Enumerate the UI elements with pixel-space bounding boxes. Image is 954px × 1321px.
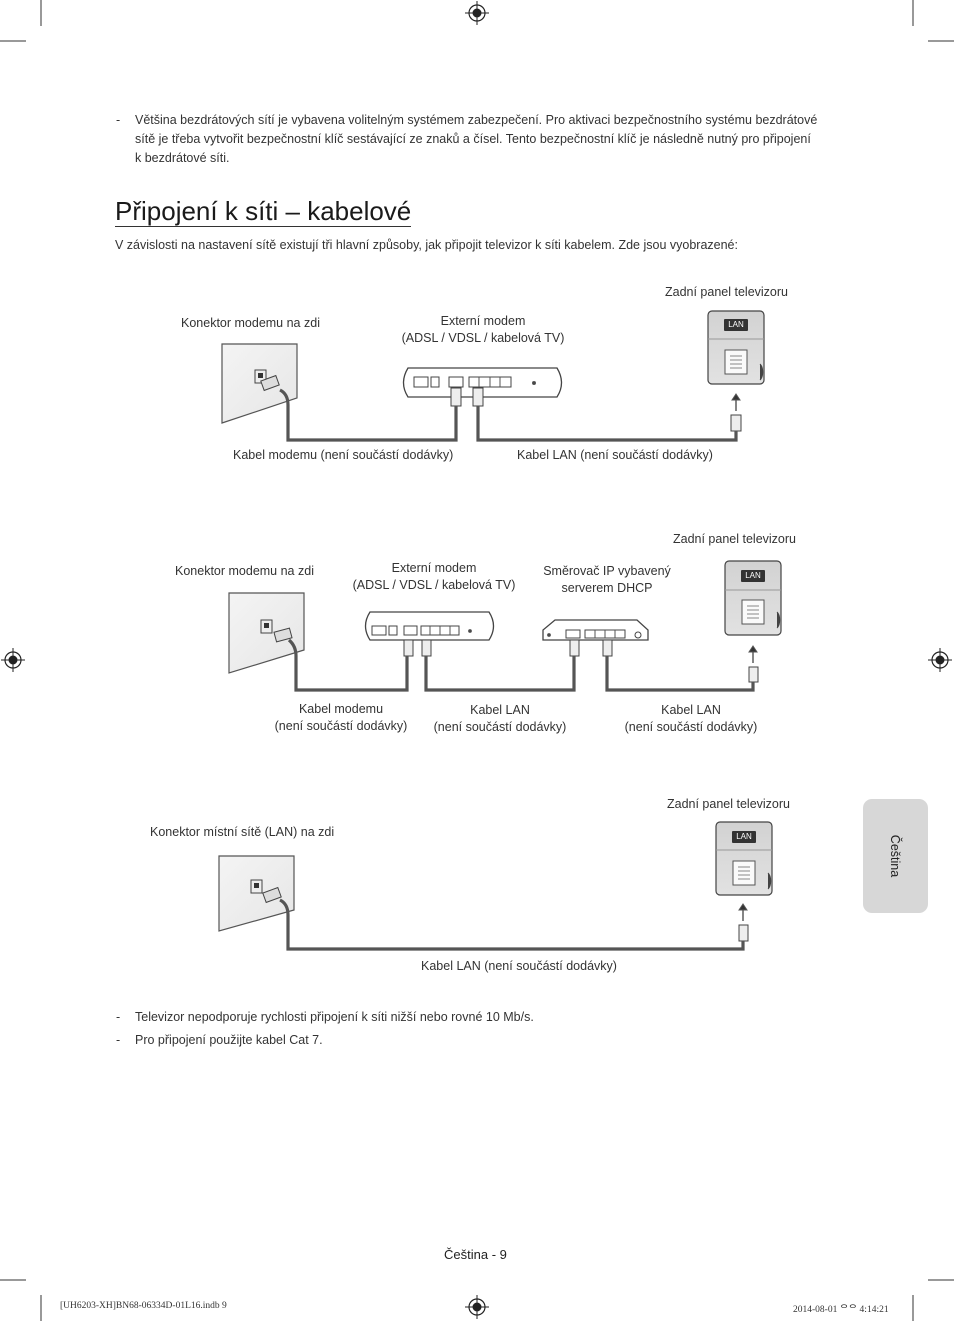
wall-socket-1 (221, 343, 298, 424)
label-lan-cable: Kabel LAN (není součástí dodávky) (621, 702, 761, 736)
modem-2 (364, 611, 495, 657)
lan-badge: LAN (741, 570, 765, 582)
intro-note: - Většina bezdrátových sítí je vybavena … (116, 111, 845, 168)
label-tv-panel: Zadní panel televizoru (673, 532, 796, 546)
tv-panel-2 (724, 560, 782, 683)
label-lan-cable: Kabel LAN (není součástí dodávky) (421, 959, 617, 973)
label-line: (není součástí dodávky) (433, 720, 567, 734)
label-external-modem: Externí modem (ADSL / VDSL / kabelová TV… (383, 313, 583, 347)
tv-panel-3 (715, 821, 773, 942)
label-tv-panel: Zadní panel televizoru (667, 797, 790, 811)
intro-note-line: sítě je třeba vytvořit bezpečnostní klíč… (135, 132, 811, 146)
section-heading: Připojení k síti – kabelové (115, 196, 412, 227)
diagram-1 (221, 310, 765, 442)
footer-timestamp: 2014-08-01 ᄋᄋ 4:14:21 (793, 1305, 889, 1315)
lan-badge: LAN (732, 831, 756, 843)
lan-badge: LAN (724, 319, 748, 331)
footer-file-info: [UH6203-XH]BN68-06334D-01L16.indb 9 (60, 1301, 227, 1311)
label-wall-socket: Konektor modemu na zdi (181, 316, 320, 330)
cables-3 (279, 898, 745, 951)
note-item: - Pro připojení použijte kabel Cat 7. (116, 1031, 323, 1050)
diagram-2 (228, 560, 782, 692)
wall-socket-3 (218, 855, 295, 932)
registration-mark-left (1, 648, 25, 672)
note-item: - Televizor nepodporuje rychlosti připoj… (116, 1008, 534, 1027)
router-2 (542, 619, 649, 657)
bullet-dash: - (116, 1033, 121, 1047)
cables-2 (287, 638, 755, 692)
registration-mark-top (465, 1, 489, 25)
bullet-dash: - (116, 1010, 121, 1024)
label-ip-router: Směrovač IP vybavený serverem DHCP (527, 563, 687, 597)
label-line: (ADSL / VDSL / kabelová TV) (352, 578, 516, 592)
intro-note-line: Většina bezdrátových sítí je vybavena vo… (135, 113, 818, 127)
language-side-tab: Čeština (863, 799, 928, 913)
registration-mark-bottom (465, 1295, 489, 1319)
note-text: Televizor nepodporuje rychlosti připojen… (135, 1010, 534, 1024)
registration-mark-right (928, 648, 952, 672)
label-lan-cable: Kabel LAN (není součástí dodávky) (430, 702, 570, 736)
note-text: Pro připojení použijte kabel Cat 7. (135, 1033, 323, 1047)
page-number: Čeština - 9 (444, 1247, 507, 1262)
modem-1 (402, 367, 563, 407)
wall-socket-2 (228, 592, 305, 674)
label-wall-socket: Konektor modemu na zdi (175, 564, 314, 578)
label-lan-wall-socket: Konektor místní sítě (LAN) na zdi (150, 825, 335, 839)
bullet-dash: - (116, 113, 121, 127)
label-modem-cable: Kabel modemu (není součástí dodávky) (271, 701, 411, 735)
label-line: Kabel LAN (470, 703, 530, 717)
cables-1 (279, 388, 738, 442)
label-line: (není součástí dodávky) (624, 720, 758, 734)
label-line: serverem DHCP (561, 581, 653, 595)
section-description: V závislosti na nastavení sítě existují … (115, 238, 738, 252)
diagram-3 (218, 821, 773, 951)
label-line: (není součástí dodávky) (274, 719, 408, 733)
label-line: Směrovač IP vybavený (543, 564, 671, 578)
tv-panel-1 (707, 310, 765, 432)
label-external-modem: Externí modem (ADSL / VDSL / kabelová TV… (334, 560, 534, 594)
language-side-tab-label: Čeština (888, 834, 903, 878)
label-lan-cable: Kabel LAN (není součástí dodávky) (517, 448, 713, 462)
label-tv-panel: Zadní panel televizoru (665, 285, 788, 299)
intro-note-line: k bezdrátové síti. (135, 151, 230, 165)
label-line: Kabel LAN (661, 703, 721, 717)
label-line: Kabel modemu (298, 702, 384, 716)
label-line: Externí modem (440, 314, 526, 328)
label-line: (ADSL / VDSL / kabelová TV) (401, 331, 565, 345)
label-modem-cable: Kabel modemu (není součástí dodávky) (233, 448, 454, 462)
label-line: Externí modem (391, 561, 477, 575)
